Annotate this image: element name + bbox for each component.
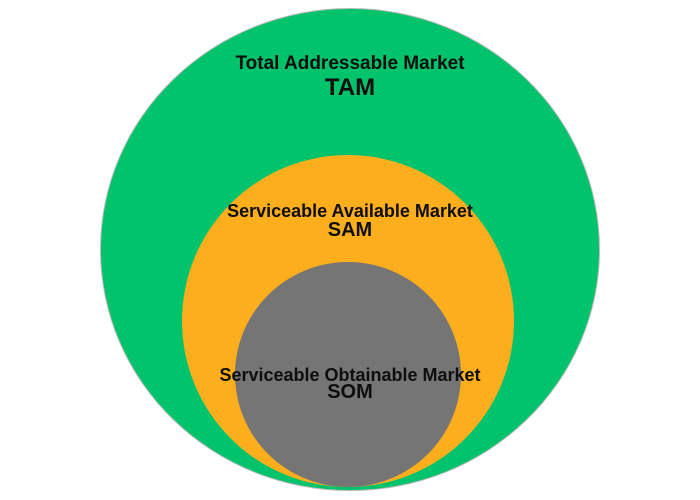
sam-label: Serviceable Available Market bbox=[227, 201, 473, 221]
som-label: Serviceable Obtainable Market bbox=[219, 365, 481, 385]
tam-label: Total Addressable Market bbox=[235, 53, 465, 74]
som-acronym: SOM bbox=[327, 381, 373, 403]
tam-acronym: TAM bbox=[324, 74, 376, 101]
sam-acronym: SAM bbox=[327, 219, 373, 241]
som-circle bbox=[235, 262, 461, 487]
